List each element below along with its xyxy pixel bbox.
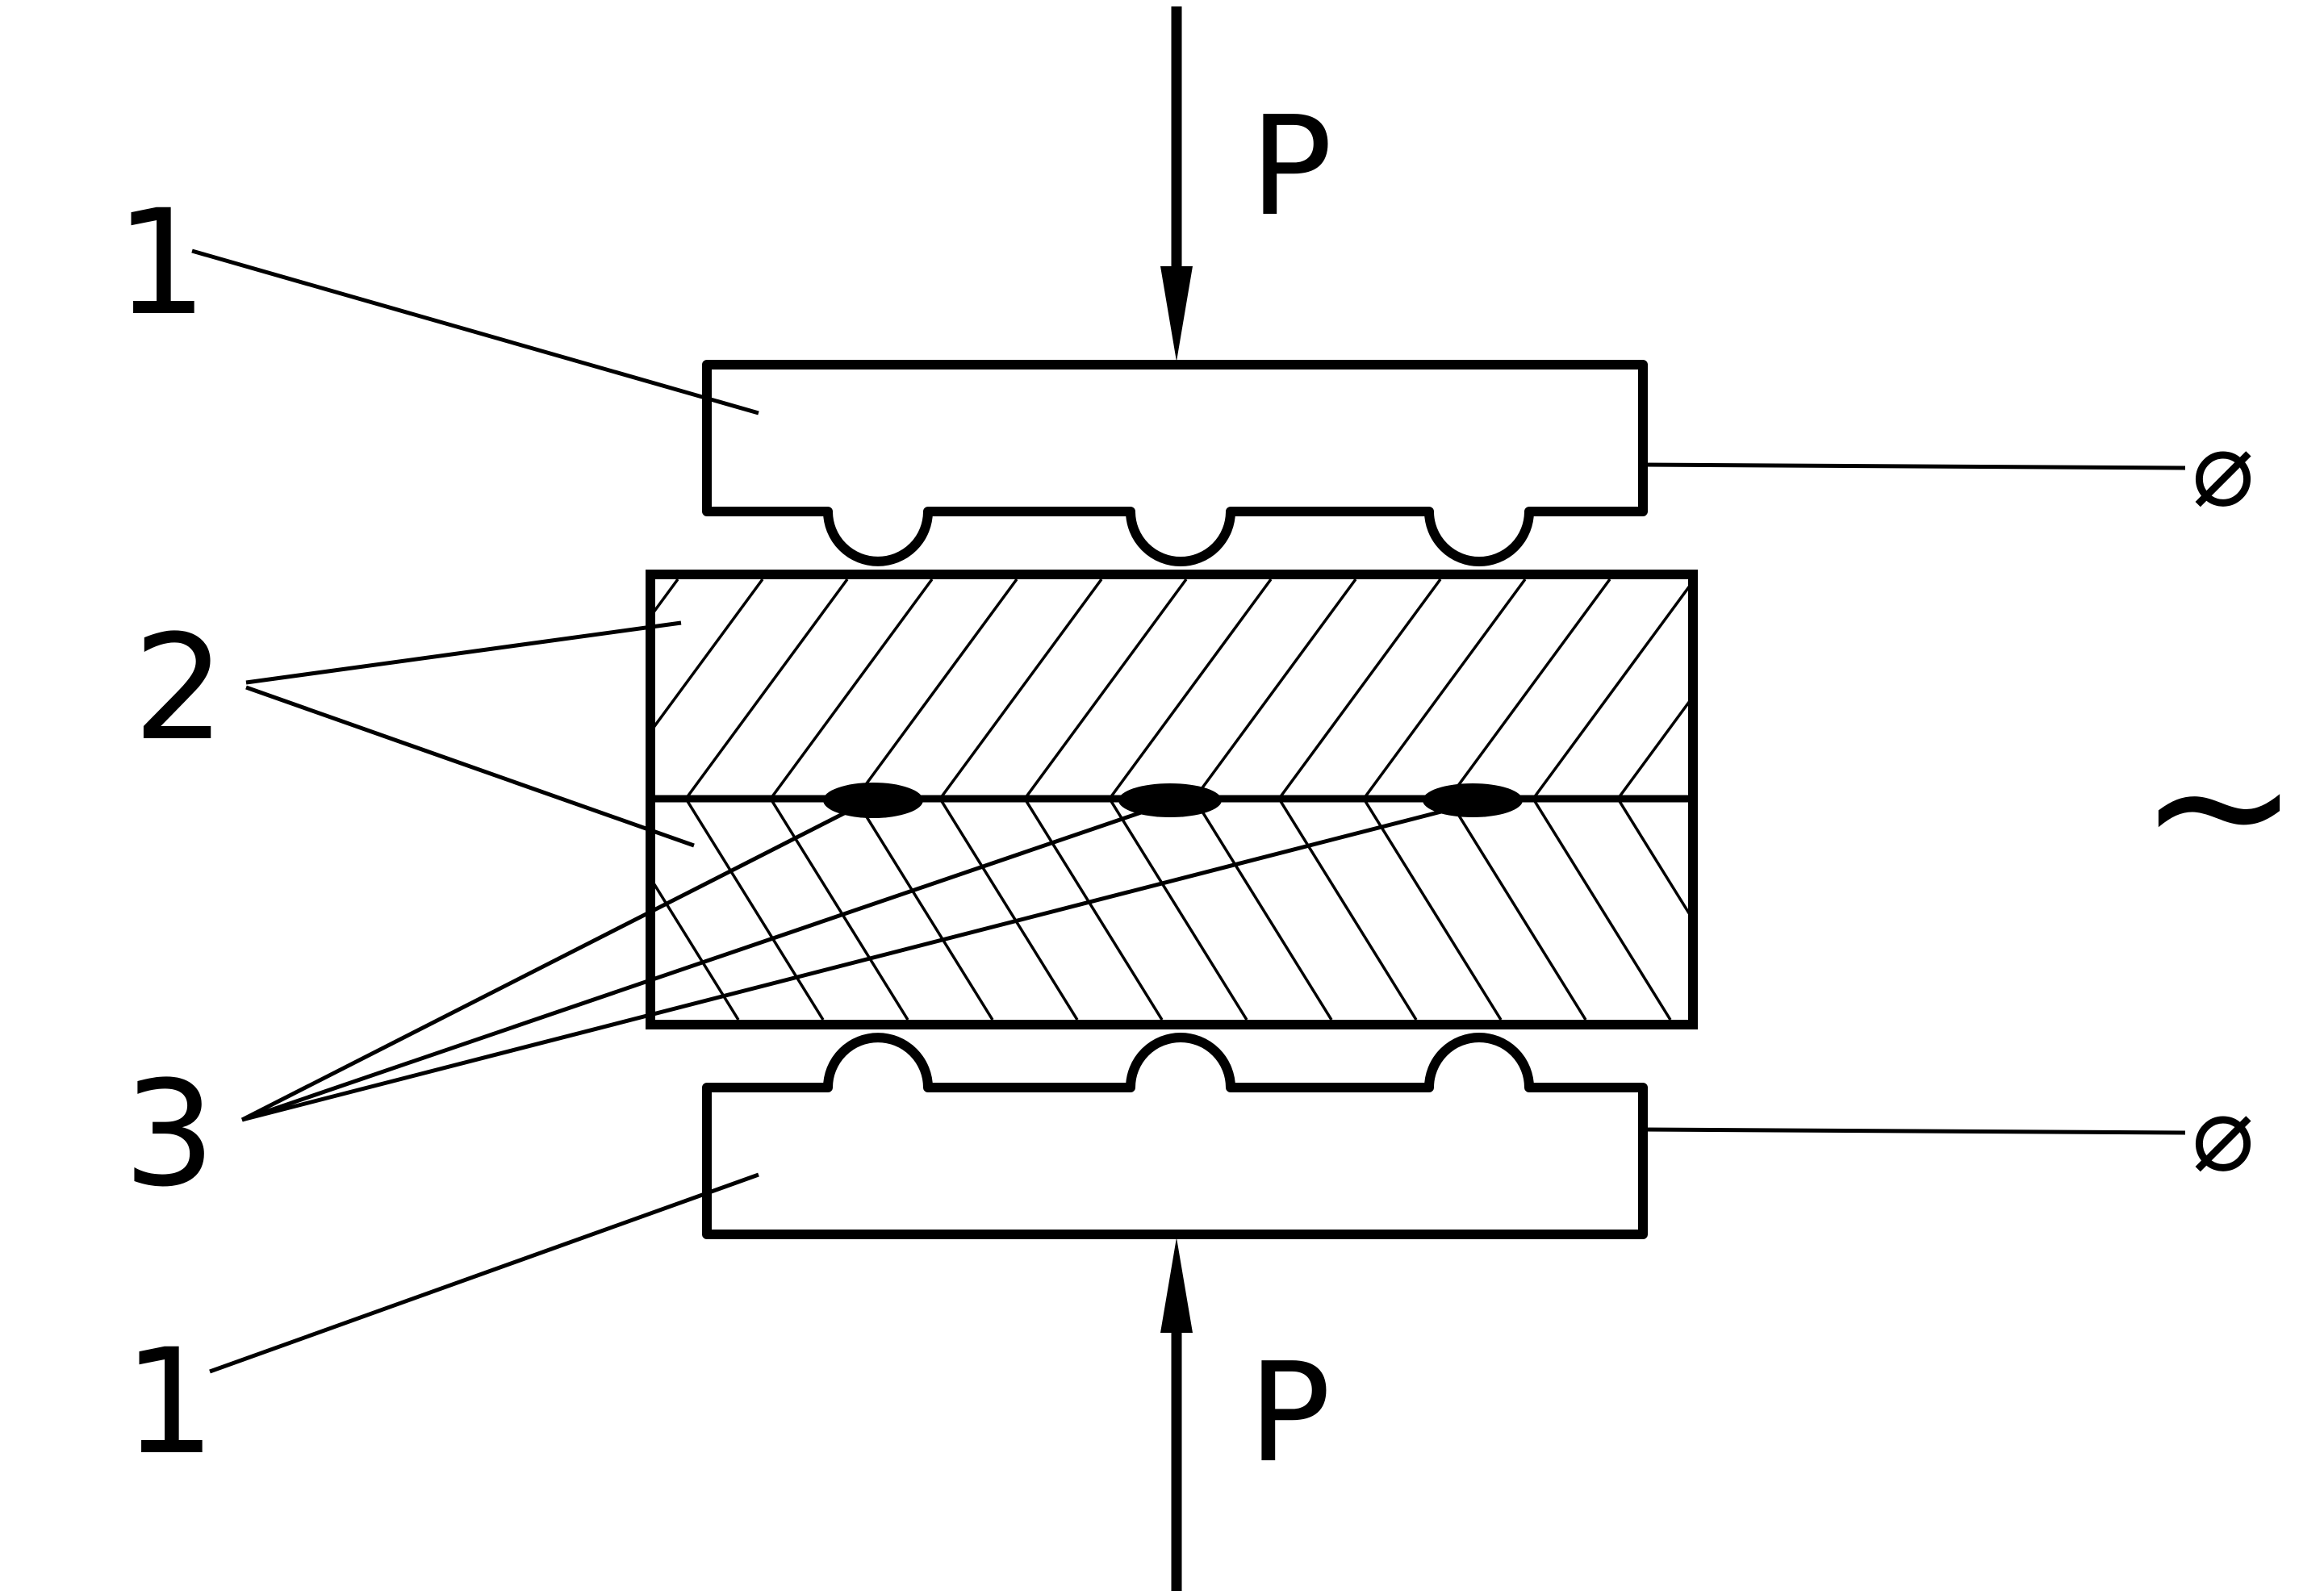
terminal-symbol-top: ⌀ (2192, 407, 2255, 530)
hatch-line (854, 579, 1018, 799)
hatch-line (1616, 700, 1688, 799)
hatch-line (684, 579, 849, 799)
callout-label-electrode-bottom: 1 (123, 1318, 216, 1487)
hatch-line (1447, 579, 1611, 799)
hatch-line (655, 579, 764, 728)
hatch-line (1362, 799, 1503, 1020)
leader-lines (191, 248, 1445, 1374)
hatch-line (1447, 799, 1587, 1020)
hatch-line (769, 579, 934, 799)
weld-nuggets (823, 783, 1523, 818)
hatch-line (769, 799, 909, 1020)
hatch-line (1532, 799, 1672, 1020)
weld-nugget (823, 783, 923, 818)
hatch-line (938, 579, 1103, 799)
hatch-line (1277, 579, 1442, 799)
hatch-line (1193, 579, 1357, 799)
upper-electrode (702, 360, 1648, 566)
leader-line-nugget-2 (241, 808, 1147, 1122)
lower-electrode (702, 1033, 1648, 1239)
hatch-line (1023, 799, 1164, 1020)
ac-source-symbol: ~ (2138, 691, 2300, 917)
terminal-lead-bottom (1642, 1127, 2186, 1135)
hatch-line (1023, 579, 1188, 799)
force-arrow-top (1160, 6, 1193, 361)
leader-line-electrode-bottom (209, 1172, 759, 1374)
hatch-line (1108, 579, 1273, 799)
callout-label-weld-nuggets: 3 (123, 1050, 216, 1219)
hatch-line (938, 799, 1079, 1020)
terminal-lead-top (1642, 462, 2186, 470)
leader-line-workpiece-upper (245, 620, 682, 685)
lower-workpiece (655, 799, 1688, 1020)
leader-line-nugget-3 (241, 808, 1445, 1122)
weld-nugget (1423, 783, 1523, 817)
hatch-line (854, 799, 994, 1020)
hatch-line (1532, 585, 1688, 799)
hatch-line (684, 799, 825, 1020)
terminal-symbol-bottom: ⌀ (2192, 1072, 2255, 1195)
lower-workpiece-hatching (655, 799, 1688, 1020)
leader-line-electrode-top (191, 248, 759, 415)
hatch-line (1616, 799, 1688, 915)
hatch-line (1193, 799, 1333, 1020)
leader-line-nugget-1 (240, 808, 851, 1122)
leader-line-workpiece-lower (245, 685, 695, 848)
callout-label-workpieces: 2 (133, 604, 226, 773)
weld-nugget (1118, 783, 1222, 817)
hatch-line (655, 883, 740, 1020)
force-label-bottom: P (1248, 1334, 1331, 1493)
force-label-top: P (1250, 87, 1333, 247)
hatch-line (1108, 799, 1248, 1020)
upper-workpiece-hatching (655, 579, 1688, 799)
callout-label-electrode-top: 1 (115, 179, 208, 348)
force-arrow-bottom (1160, 1238, 1193, 1591)
hatch-line (1277, 799, 1418, 1020)
hatch-line (1362, 579, 1527, 799)
upper-workpiece (655, 579, 1688, 799)
